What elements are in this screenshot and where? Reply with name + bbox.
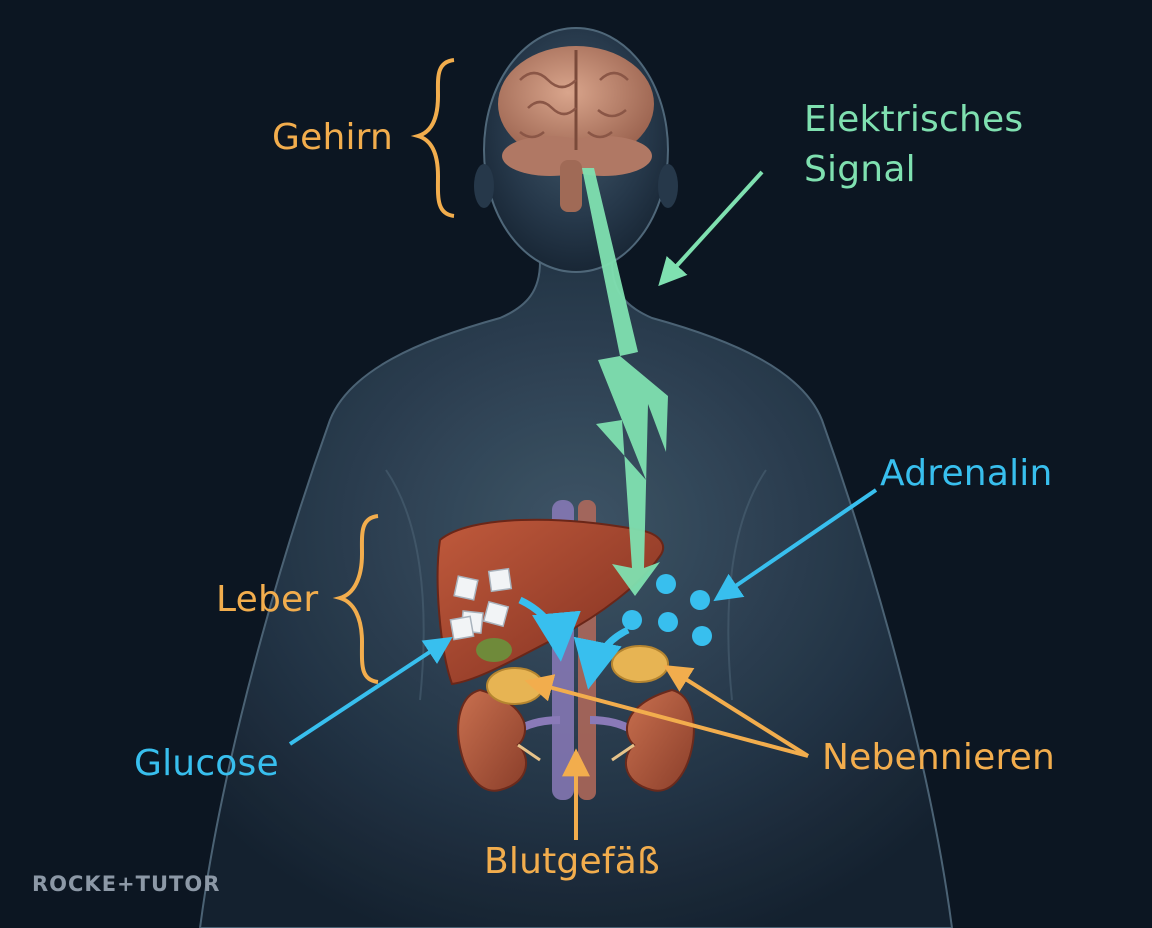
sugar-cube-icon [449, 567, 513, 641]
adrenal-pointer-left [524, 674, 809, 758]
blood-vessel-label: Blutgefäß [484, 841, 660, 882]
adrenal-gland-left-icon [486, 667, 544, 705]
adrenalin-flow-arrow [573, 626, 630, 690]
adrenaline-label: Adrenalin [880, 453, 1053, 494]
adrenal-pointer-right [663, 665, 810, 758]
brain-brace [410, 58, 455, 218]
glucose-pointer [288, 636, 453, 746]
brain-label: Gehirn [272, 117, 394, 158]
adrenal-gland-right-icon [611, 645, 669, 683]
kidney-left-icon [457, 688, 541, 792]
adrenalin-pointer [713, 488, 878, 602]
brand-logo: ROCKE+TUTOR [32, 872, 221, 896]
lightning-bolt-icon [582, 168, 668, 596]
glucose-label: Glucose [134, 743, 279, 784]
dot-cluster-icon [622, 574, 712, 646]
kidney-right-icon [611, 688, 695, 792]
brain-icon [498, 46, 654, 212]
electric-signal-label-line1: Elektrisches [804, 99, 1024, 140]
electric-signal-label-line2: Signal [804, 149, 916, 190]
glucose-flow-arrow [518, 596, 581, 662]
adrenal-glands-label: Nebennieren [822, 737, 1056, 778]
liver-brace [332, 514, 379, 684]
signal-pointer [658, 170, 764, 287]
liver-label: Leber [216, 579, 319, 620]
